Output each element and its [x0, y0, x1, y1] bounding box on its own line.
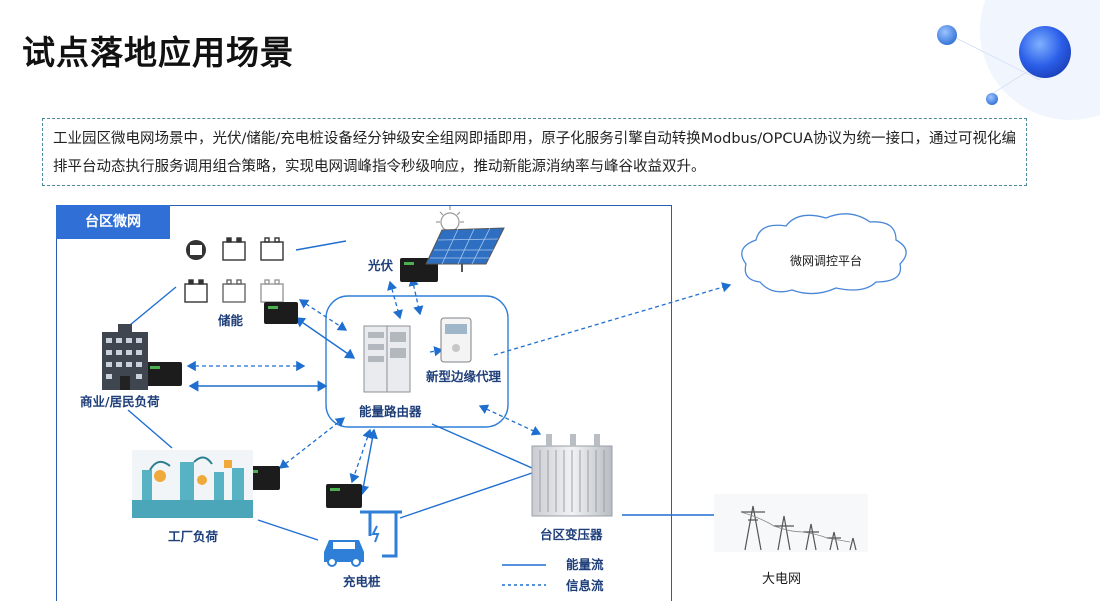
- edge-device-icons: [146, 258, 438, 508]
- description-box: 工业园区微电网场景中，光伏/储能/充电桩设备经分钟级安全组网即插即用，原子化服务…: [42, 118, 1027, 186]
- transformer-icon: [531, 434, 613, 517]
- factory-icon: [132, 450, 253, 518]
- storage-battery-icons: [184, 237, 284, 303]
- label-storage: 储能: [217, 313, 244, 328]
- building-icon: [102, 324, 148, 390]
- page-title: 试点落地应用场景: [22, 33, 294, 72]
- info-flow-lines: [186, 276, 732, 484]
- label-transformer: 台区变压器: [540, 527, 603, 542]
- label-pv: 光伏: [367, 258, 394, 273]
- panel-title: 台区微网: [56, 205, 170, 239]
- smart-meter-icon: [440, 317, 472, 363]
- label-grid: 大电网: [762, 572, 801, 587]
- legend-lines: [502, 564, 546, 586]
- label-router: 能量路由器: [359, 404, 422, 419]
- energy-router-cabinet-icon: [363, 325, 411, 393]
- label-charger: 充电桩: [343, 574, 381, 589]
- label-edge-agent: 新型边缘代理: [426, 369, 502, 384]
- legend-energy-label: 能量流: [566, 557, 604, 572]
- platform-cloud-icon: [741, 213, 907, 295]
- solar-panel-icon: [425, 206, 505, 272]
- diagram-panel: [56, 205, 672, 601]
- transmission-tower-icon: [714, 494, 868, 552]
- label-platform: 微网调控平台: [790, 253, 862, 268]
- charging-station-icon: [324, 510, 402, 567]
- decorative-orbs: [937, 0, 1100, 120]
- label-factory: 工厂负荷: [168, 529, 219, 544]
- legend-info-label: 信息流: [566, 578, 604, 593]
- label-commercial: 商业/居民负荷: [80, 394, 160, 409]
